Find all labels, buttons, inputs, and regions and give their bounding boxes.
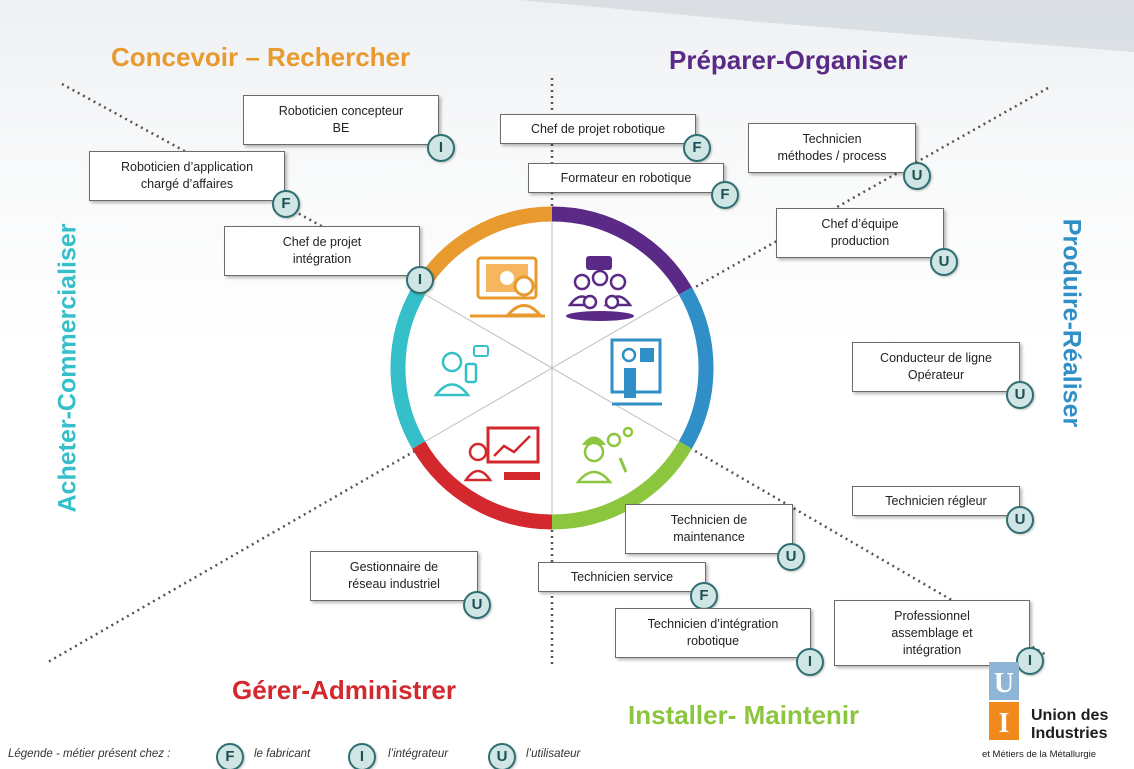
maintenance-icon bbox=[575, 426, 634, 484]
meeting-icon bbox=[566, 256, 634, 321]
ring-acheter bbox=[390, 287, 426, 449]
domain-preparer: Préparer-Organiser bbox=[669, 45, 908, 75]
job-conducteur-ligne: Conducteur de ligne Opérateur bbox=[852, 342, 1020, 392]
legend-badge-f: F bbox=[216, 743, 244, 769]
wheel-spokes bbox=[425, 222, 679, 514]
badge-roboticien-concepteur: I bbox=[427, 134, 455, 162]
job-professionnel-assemblage: Professionnel assemblage et intégration bbox=[834, 600, 1030, 666]
badge-roboticien-application: F bbox=[272, 190, 300, 218]
job-roboticien-concepteur: Roboticien concepteur BE bbox=[243, 95, 439, 145]
job-technicien-service: Technicien service bbox=[538, 562, 706, 592]
job-technicien-maintenance: Technicien de maintenance bbox=[625, 504, 793, 554]
ring-preparer bbox=[551, 206, 692, 295]
legend-badge-i: I bbox=[348, 743, 376, 769]
logo-line1: Union des bbox=[1031, 707, 1109, 724]
job-chef-projet-integration: Chef de projet intégration bbox=[224, 226, 420, 276]
badge-formateur-robotique: F bbox=[711, 181, 739, 209]
job-roboticien-application: Roboticien d’application chargé d’affair… bbox=[89, 151, 285, 201]
banner-shape bbox=[520, 0, 1134, 52]
badge-conducteur-ligne: U bbox=[1006, 381, 1034, 409]
badge-technicien-integration: I bbox=[796, 648, 824, 676]
legend-label-integrateur: l’intégrateur bbox=[388, 748, 449, 760]
job-gestionnaire-reseau: Gestionnaire de réseau industriel bbox=[310, 551, 478, 601]
domain-acheter: Acheter-Commercialiser bbox=[53, 223, 82, 513]
design-icon bbox=[470, 256, 545, 318]
badge-chef-projet-integration: I bbox=[406, 266, 434, 294]
legend-badge-u: U bbox=[488, 743, 516, 769]
uimm-logo-mark: U I bbox=[989, 662, 1019, 740]
job-formateur-robotique: Formateur en robotique bbox=[528, 163, 724, 193]
badge-gestionnaire-reseau: U bbox=[463, 591, 491, 619]
badge-professionnel-assemblage: I bbox=[1016, 647, 1044, 675]
ring-gerer bbox=[412, 441, 553, 530]
logo-line3: et Métiers de la Métallurgie bbox=[982, 749, 1097, 760]
axis-top-right bbox=[689, 86, 1049, 292]
logo-line2: Industries bbox=[1031, 725, 1108, 742]
sales-icon bbox=[433, 345, 489, 397]
badge-technicien-service: F bbox=[690, 582, 718, 610]
ring-installer bbox=[551, 441, 692, 530]
domain-gerer: Gérer-Administrer bbox=[232, 675, 456, 705]
badge-chef-projet-robotique: F bbox=[683, 134, 711, 162]
job-chef-projet-robotique: Chef de projet robotique bbox=[500, 114, 696, 144]
legend-label-utilisateur: l’utilisateur bbox=[526, 748, 581, 760]
svg-text:U: U bbox=[994, 668, 1014, 699]
svg-text:I: I bbox=[999, 708, 1010, 739]
management-icon bbox=[463, 426, 540, 482]
machine-icon bbox=[610, 338, 662, 406]
domain-installer: Installer- Maintenir bbox=[628, 700, 860, 730]
badge-technicien-maintenance: U bbox=[777, 543, 805, 571]
job-technicien-methodes: Technicien méthodes / process bbox=[748, 123, 916, 173]
job-technicien-regleur: Technicien régleur bbox=[852, 486, 1020, 516]
job-chef-equipe: Chef d’équipe production bbox=[776, 208, 944, 258]
domain-concevoir: Concevoir – Rechercher bbox=[111, 42, 411, 72]
job-technicien-integration: Technicien d’intégration robotique bbox=[615, 608, 811, 658]
legend-prefix: Légende - métier présent chez : bbox=[8, 748, 171, 760]
badge-chef-equipe: U bbox=[930, 248, 958, 276]
domain-produire: Produire-Réaliser bbox=[1057, 218, 1086, 428]
badge-technicien-methodes: U bbox=[903, 162, 931, 190]
ring-produire bbox=[678, 287, 714, 449]
badge-technicien-regleur: U bbox=[1006, 506, 1034, 534]
legend-label-fabricant: le fabricant bbox=[254, 748, 311, 760]
